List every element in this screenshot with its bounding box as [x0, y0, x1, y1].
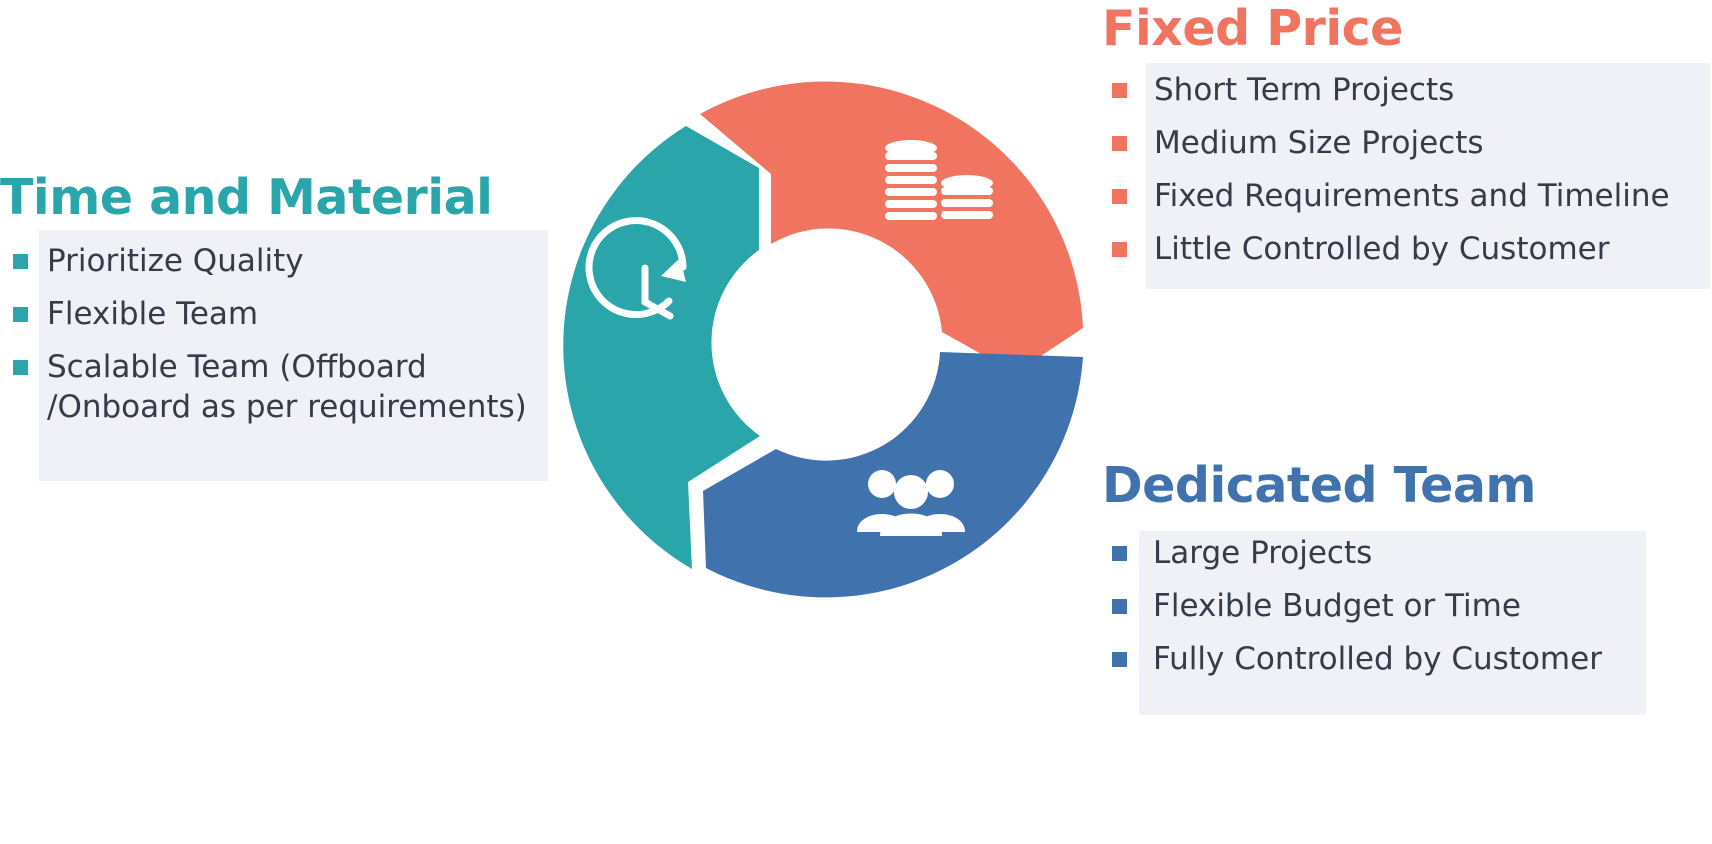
dedicated-team-segment: [703, 352, 1083, 598]
fixed-price-title: Fixed Price: [1102, 0, 1403, 57]
bullet-square-icon: [13, 360, 28, 375]
bullet-square-icon: [1112, 652, 1127, 667]
list-item: Large Projects: [1112, 533, 1602, 573]
bullet-square-icon: [13, 307, 28, 322]
bullet-square-icon: [1112, 546, 1127, 561]
time-and-material-list: Prioritize Quality Flexible Team Scalabl…: [13, 241, 527, 440]
coins-icon: [885, 140, 993, 220]
list-item: Flexible Budget or Time: [1112, 586, 1602, 626]
list-item: Short Term Projects: [1112, 70, 1670, 110]
bullet-square-icon: [13, 254, 28, 269]
fixed-price-list: Short Term Projects Medium Size Projects…: [1112, 70, 1670, 282]
dedicated-team-list: Large Projects Flexible Budget or Time F…: [1112, 533, 1602, 692]
bullet-square-icon: [1112, 242, 1127, 257]
engagement-model-cycle-diagram: [563, 81, 1083, 598]
clock-icon: [585, 217, 687, 320]
dedicated-team-panel: [1139, 531, 1646, 715]
list-item: Fixed Requirements and Timeline: [1112, 176, 1670, 216]
dedicated-team-title: Dedicated Team: [1102, 457, 1536, 514]
team-icon: [857, 470, 965, 536]
bullet-square-icon: [1112, 136, 1127, 151]
fixed-price-panel: [1146, 63, 1710, 289]
time-and-material-title: Time and Material: [0, 169, 493, 226]
bullet-square-icon: [1112, 599, 1127, 614]
list-item: Fully Controlled by Customer: [1112, 639, 1602, 679]
list-item: Little Controlled by Customer: [1112, 229, 1670, 269]
fixed-price-segment: [700, 81, 1083, 374]
list-item: Scalable Team (Offboard /Onboard as per …: [13, 347, 527, 427]
list-item: Prioritize Quality: [13, 241, 527, 281]
time-and-material-panel: [39, 230, 548, 481]
list-item: Medium Size Projects: [1112, 123, 1670, 163]
clock-arrow-icon: [661, 258, 686, 282]
bullet-square-icon: [1112, 83, 1127, 98]
list-item: Flexible Team: [13, 294, 527, 334]
bullet-square-icon: [1112, 189, 1127, 204]
time-and-material-segment: [563, 126, 760, 569]
